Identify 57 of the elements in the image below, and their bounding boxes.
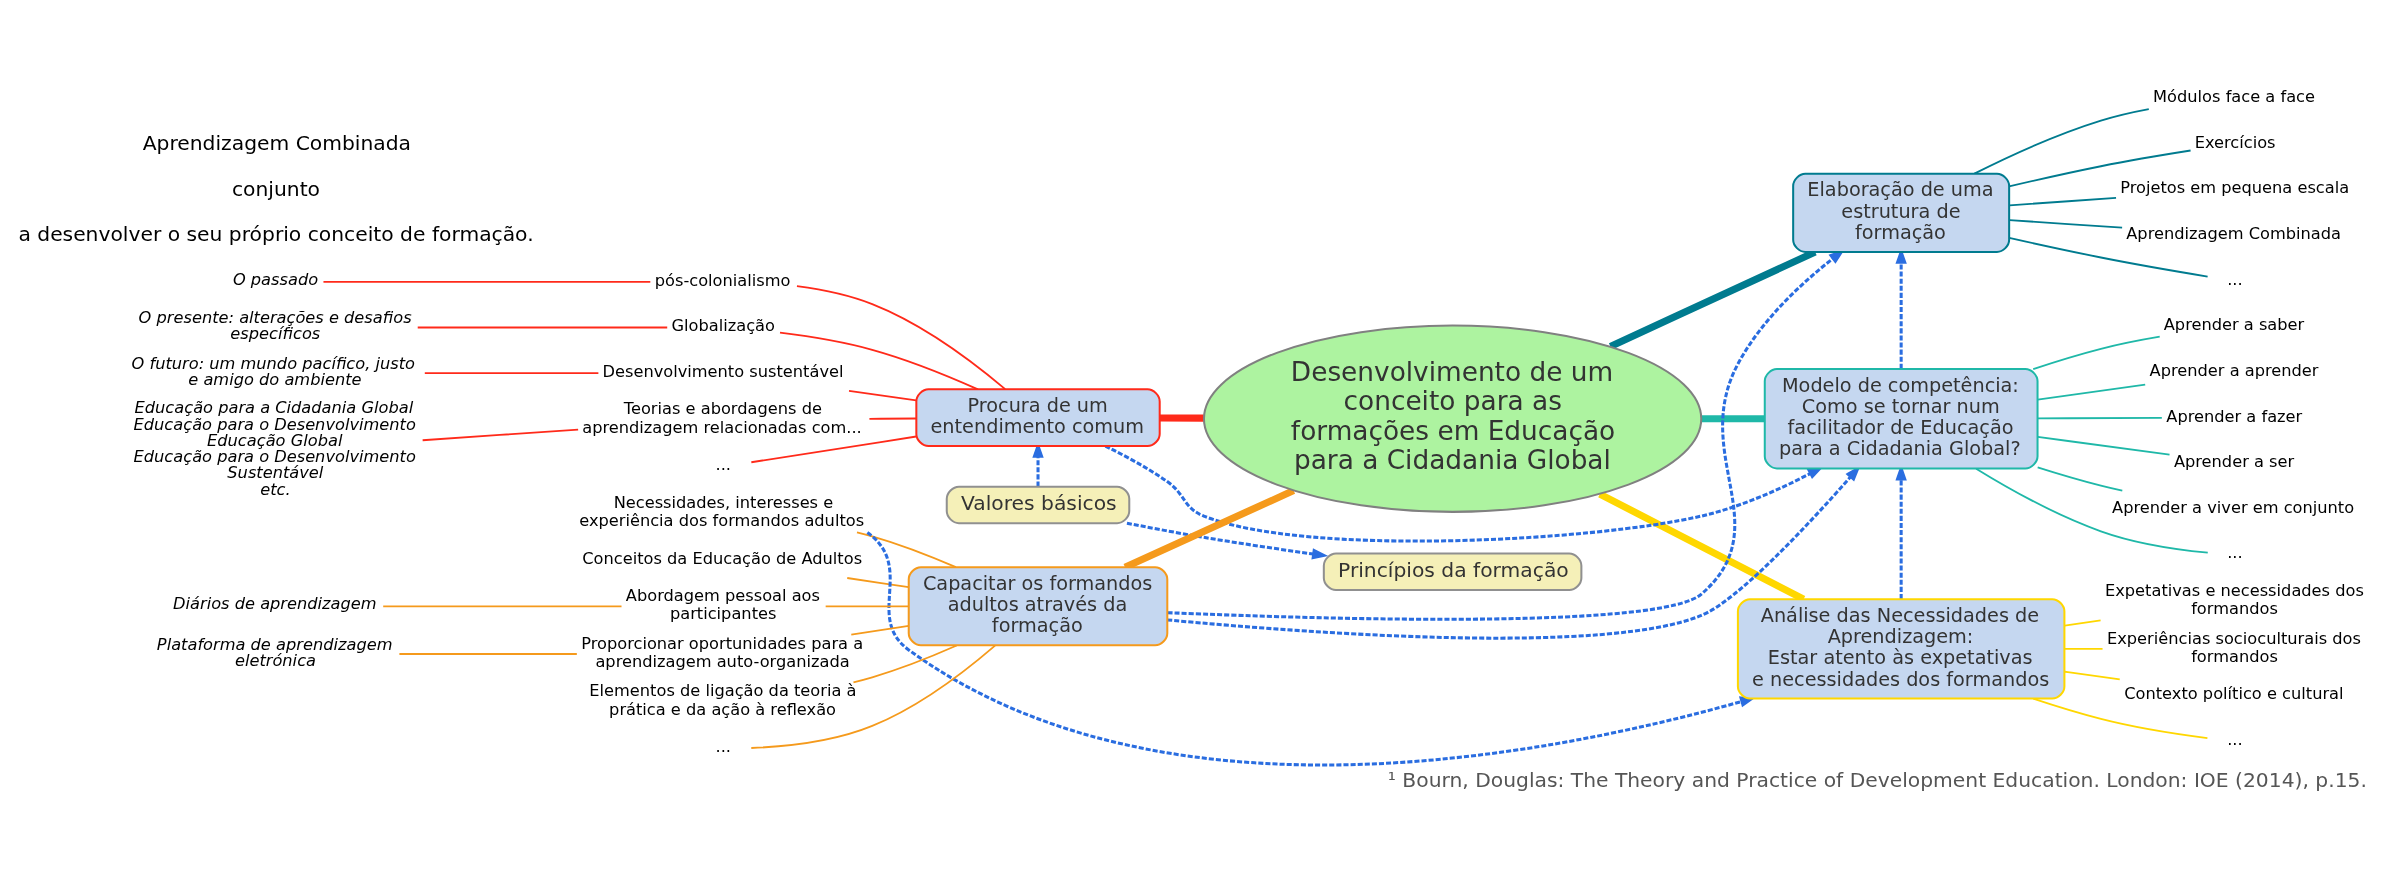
node-text: O passado <box>232 269 319 289</box>
node-text: ... <box>715 737 732 757</box>
node-text: Teorias e abordagens de aprendizagem relacionadas com... <box>582 399 862 437</box>
node-text: Aprendizagem Combinada <box>2126 224 2342 244</box>
node-text: Plataforma de aprendizagem eletrónica <box>156 634 393 670</box>
caption: ¹ Bourn, Douglas: The Theory and Practice of Development Education. London: IOE (2014), p.15. <box>1387 767 2367 792</box>
node-box: Capacitar os formandos adultos através da formação <box>907 566 1169 647</box>
label: a desenvolver o seu próprio conceito de formação. <box>18 222 534 247</box>
node-text: Aprender a saber <box>2163 315 2305 335</box>
connector <box>322 280 652 283</box>
node-text: ... <box>715 455 732 475</box>
connector <box>1975 467 2209 554</box>
node-text: Globalização <box>671 316 775 336</box>
connector <box>382 605 623 608</box>
connector <box>421 428 580 442</box>
node-text: ... <box>2227 269 2243 289</box>
node-text: Diários de aprendizagem <box>173 594 377 614</box>
connector <box>1159 414 1204 422</box>
node-text: Conceitos da Educação de Adultos <box>582 548 863 568</box>
label: Aprendizagem Combinada <box>142 131 411 156</box>
node-box: Análise das Necessidades de Aprendizagem: Estar atento às expetativas e necessidades dos formandos <box>1736 598 2066 700</box>
node-ellipse: Desenvolvimento de um conceito para as formações em Educação para a Cidadania Global <box>1202 324 1703 513</box>
connector <box>398 653 578 655</box>
node-box: Procura de um entendimento comum <box>915 388 1161 448</box>
node-box: Modelo de competência: Como se tornar num facilitador de Educação para a Cidadania Global? <box>1763 368 2039 470</box>
node-text: Contexto político e cultural <box>2124 684 2344 704</box>
node-text: Projetos em pequena escala <box>2120 178 2350 198</box>
connector <box>1701 415 1765 423</box>
connector <box>2032 335 2161 370</box>
arrow <box>1126 521 1329 560</box>
node-text: Proporcionar oportunidades para a aprendizagem auto-organizada <box>581 633 864 671</box>
node-text: O futuro: um mundo pacífico, justo e amigo do ambiente <box>131 353 416 390</box>
node-text: Aprender a fazer <box>2166 406 2303 426</box>
connector <box>750 435 918 464</box>
node-text: Aprender a aprender <box>2149 360 2319 380</box>
node-text: ... <box>2227 543 2243 563</box>
node-text: Aprender a viver em conjunto <box>2112 497 2355 517</box>
node-text: Módulos face a face <box>2153 87 2315 107</box>
node-text: ... <box>2227 730 2243 750</box>
node-text: Desenvolvimento sustentável <box>602 361 844 381</box>
connector <box>2036 466 2124 492</box>
node-box: Princípios da formação <box>1322 552 1583 592</box>
node-text: Aprender a ser <box>2173 452 2295 472</box>
node-text: Elementos de ligação da teoria à prática e da ação à reflexão <box>589 681 857 719</box>
node-text: Experiências socioculturais dos formandos <box>2106 628 2361 666</box>
connector <box>416 326 669 329</box>
node-text: O presente: alterações e desafios específicos <box>138 308 412 344</box>
node-box: Valores básicos <box>945 485 1131 525</box>
label: conjunto <box>231 176 321 201</box>
node-text: Abordagem pessoal aos participantes <box>625 586 820 624</box>
node-text: Expetativas e necessidades dos formandos <box>2104 580 2364 619</box>
node-text: Educação para a Cidadania Global Educação para o Desenvolvimento Educação Global Educação para o Desenvolvimento Sustentável etc. <box>133 398 416 499</box>
node-text: Exercícios <box>2194 132 2276 152</box>
connector <box>423 372 600 374</box>
node-text: pós-colonialismo <box>654 270 791 290</box>
node-text: Necessidades, interesses e experiência dos formandos adultos <box>579 492 865 531</box>
node-box: Elaboração de uma estrutura de formação <box>1792 172 2011 253</box>
